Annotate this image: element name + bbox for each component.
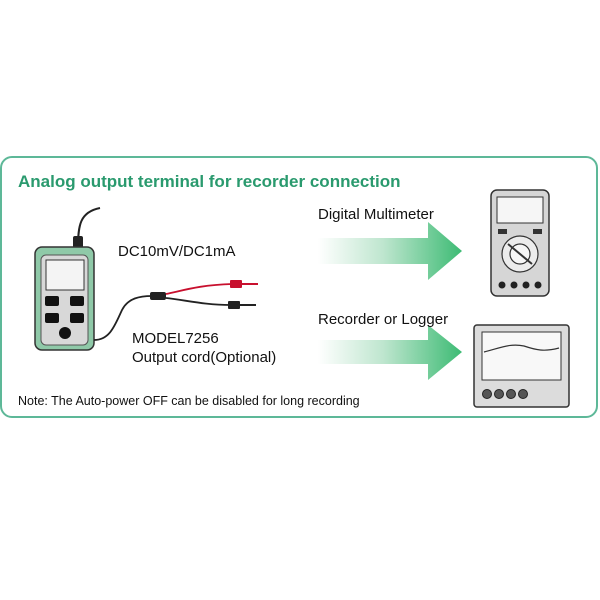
black-lead [165,297,231,306]
diagram-title: Analog output terminal for recorder conn… [18,172,401,191]
arrow-to-recorder [318,325,462,380]
red-lead [165,283,233,295]
recorder-label: Recorder or Logger [318,311,449,328]
black-probe-tip [228,301,256,309]
arrow-to-multimeter [318,222,462,280]
cord-model-label: MODEL7256 [132,330,219,347]
handheld-instrument [34,246,95,351]
multimeter-icon [490,189,550,297]
auto-power-note: Note: The Auto-power OFF can be disabled… [18,394,360,408]
recorder-icon [473,324,570,408]
output-spec-label: DC10mV/DC1mA [118,243,236,260]
cord-description-label: Output cord(Optional) [132,349,277,366]
output-cord [93,295,153,341]
multimeter-label: Digital Multimeter [318,206,434,223]
cord-splitter [150,292,166,300]
red-probe-tip [230,280,258,288]
